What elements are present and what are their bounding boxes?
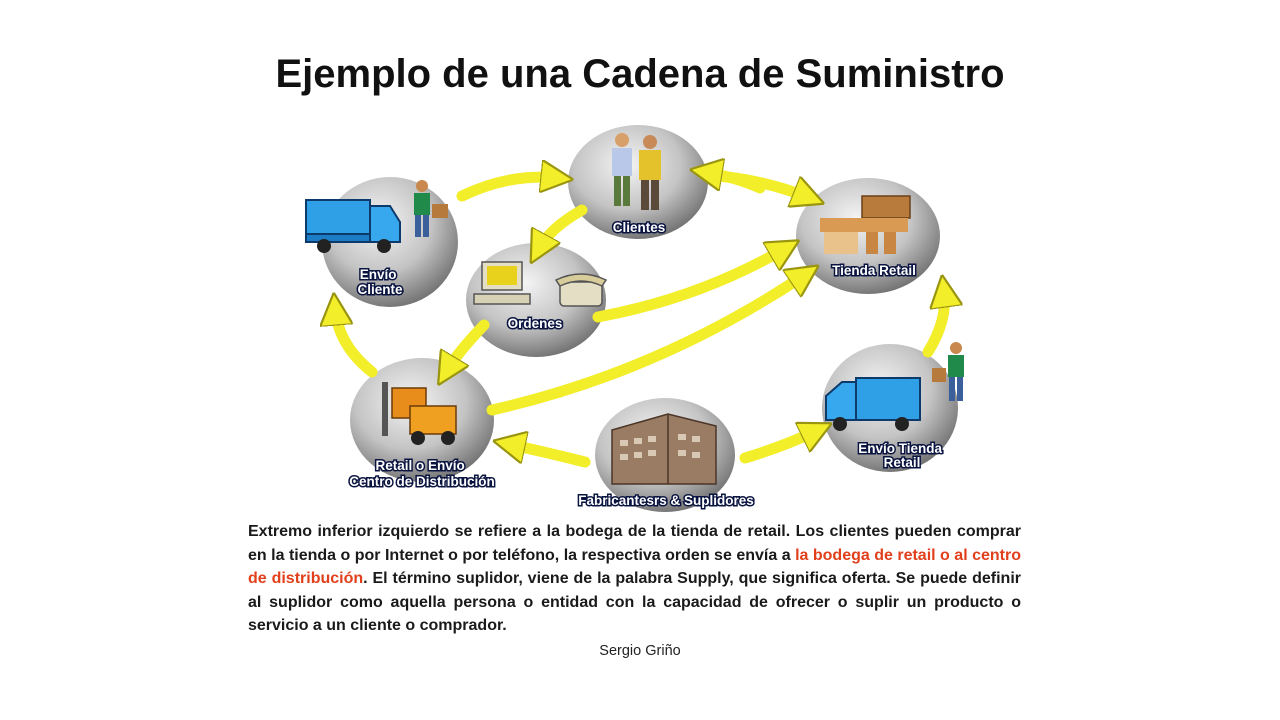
label-clientes: Clientes: [613, 220, 666, 235]
worker-icon-2: [932, 342, 964, 401]
arrow-ordenes-to-tienda: [592, 248, 786, 323]
arrow-envio-tienda-to-tienda: [922, 290, 945, 358]
worker-icon: [414, 180, 448, 237]
arrow-clientes-to-ordenes: [538, 204, 588, 250]
label-envio-tienda: Envío Tienda Retail: [858, 441, 946, 470]
arrow-fabricantes-to-envio-tienda: [739, 430, 818, 464]
arrow-retail-to-envio-cliente: [335, 308, 378, 378]
arrow-fabricantes-to-retail: [508, 444, 591, 468]
factory-building-icon: [611, 413, 717, 485]
delivery-van-icon: [305, 199, 401, 253]
customers-icon: [612, 133, 661, 210]
retail-store-icon: [820, 195, 911, 254]
description-part-1: Extremo inferior izquierdo se refiere a …: [248, 523, 1021, 564]
description-part-2: . El término suplidor, viene de la palab…: [248, 570, 1022, 634]
arrow-envio-to-clientes: [456, 177, 558, 202]
arrow-ordenes-to-retail: [446, 319, 490, 372]
label-tienda-retail: Tienda Retail: [832, 263, 916, 278]
arrow-tienda-to-clientes: [705, 172, 766, 194]
label-retail-envio: Retail o Envío Centro de Distribución: [349, 458, 495, 489]
node-disc-clientes: [568, 125, 708, 239]
author-credit: Sergio Griño: [599, 643, 681, 659]
delivery-van-icon-2: [825, 377, 921, 431]
forklift-icon: [382, 382, 457, 445]
slide-title: Ejemplo de una Cadena de Suministro: [275, 52, 1005, 96]
description-paragraph: Extremo inferior izquierdo se refiere a …: [248, 520, 1021, 638]
telephone-icon: [554, 273, 608, 307]
label-envio-cliente: Envío Cliente: [357, 267, 403, 297]
computer-icon: [473, 261, 531, 305]
description-highlight: la bodega de retail o al centro de distr…: [248, 546, 1021, 588]
label-ordenes: Ordenes: [508, 316, 563, 331]
arrow-retail-to-tienda: [486, 274, 806, 416]
label-fabricantes: Fabricantesrs & Suplidores: [578, 493, 754, 508]
